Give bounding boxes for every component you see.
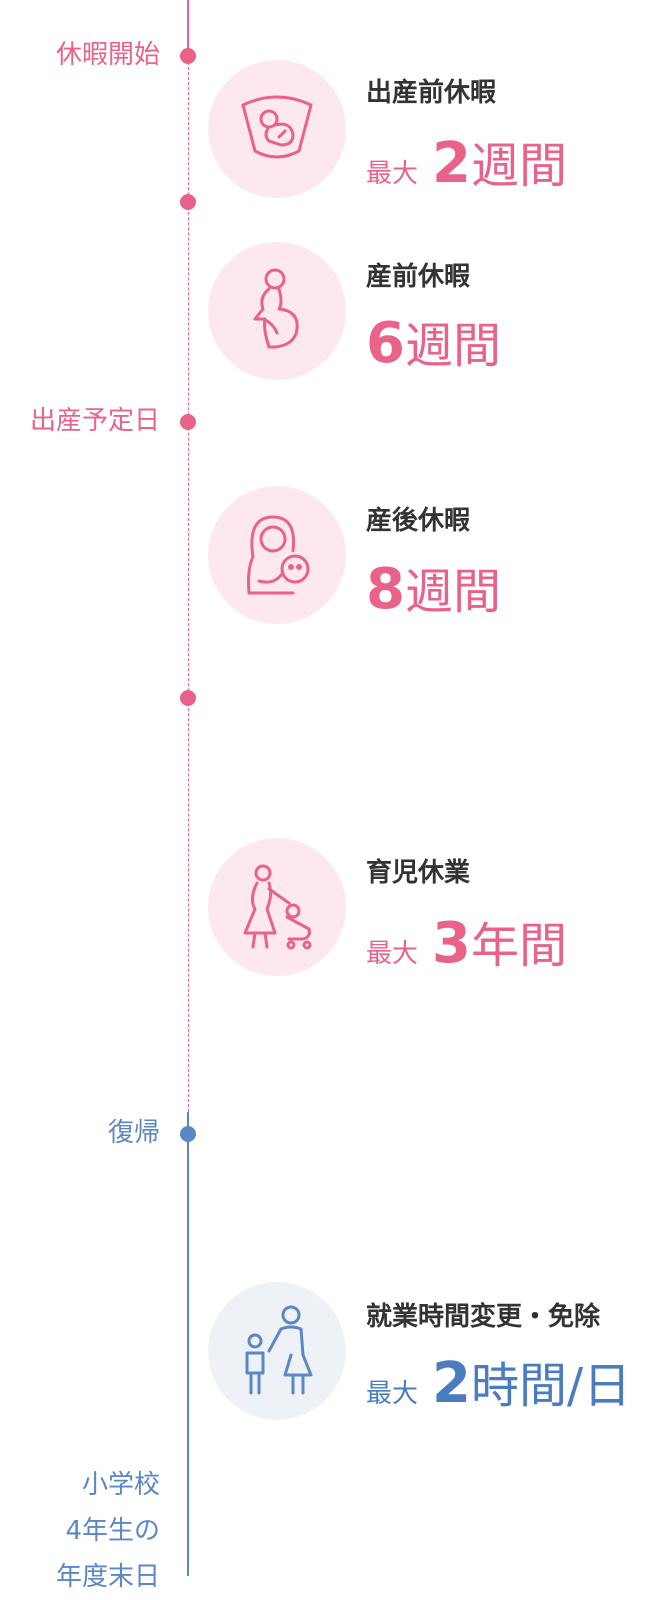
timeline-dot-due bbox=[180, 414, 196, 430]
item-value: 最大 2 時間/日 bbox=[366, 1346, 631, 1416]
item-number: 6 bbox=[366, 311, 405, 376]
pregnant-woman-icon bbox=[208, 242, 346, 380]
item-unit: 週間 bbox=[470, 138, 567, 194]
timeline-line-return bbox=[187, 1112, 189, 1576]
item-title: 出産前休暇 bbox=[366, 78, 497, 108]
timeline-dot bbox=[180, 194, 196, 210]
end-label-line: 小学校 bbox=[81, 1470, 160, 1500]
timeline-dot-start bbox=[180, 48, 196, 64]
item-unit: 週間 bbox=[404, 318, 501, 374]
ultrasound-baby-icon bbox=[208, 60, 346, 198]
end-label-line: 4年生の bbox=[65, 1516, 160, 1546]
timeline-label-end: 小学校 4年生の 年度末日 bbox=[4, 1462, 160, 1600]
item-title: 産前休暇 bbox=[366, 262, 471, 292]
item-value: 6 週間 bbox=[366, 306, 501, 376]
item-value: 8 週間 bbox=[366, 552, 501, 622]
end-label-line: 年度末日 bbox=[55, 1562, 160, 1592]
item-number: 3 bbox=[432, 911, 471, 976]
timeline-label-due: 出産予定日 bbox=[29, 406, 160, 436]
item-value: 最大 2 週間 bbox=[366, 126, 567, 196]
item-number: 2 bbox=[432, 131, 471, 196]
item-prefix: 最大 bbox=[366, 1379, 419, 1409]
timeline-label-start: 休暇開始 bbox=[55, 40, 160, 70]
timeline-dot bbox=[180, 690, 196, 706]
item-title: 育児休業 bbox=[366, 858, 471, 888]
item-number: 8 bbox=[366, 557, 405, 622]
timeline-line-dotted bbox=[188, 52, 189, 1112]
item-unit: 週間 bbox=[404, 564, 501, 620]
item-prefix: 最大 bbox=[366, 159, 419, 189]
mother-holding-baby-icon bbox=[208, 486, 346, 624]
item-unit: 年間 bbox=[470, 918, 567, 974]
mother-with-stroller-icon bbox=[208, 838, 346, 976]
timeline-line-solid-top bbox=[187, 0, 189, 52]
item-value: 最大 3 年間 bbox=[366, 906, 567, 976]
parent-and-child-icon bbox=[208, 1282, 346, 1420]
timeline-dot-return bbox=[180, 1126, 196, 1142]
item-title: 産後休暇 bbox=[366, 506, 471, 536]
timeline-label-return: 復帰 bbox=[107, 1118, 160, 1148]
item-prefix: 最大 bbox=[366, 939, 419, 969]
item-unit: 時間/日 bbox=[470, 1358, 632, 1414]
item-number: 2 bbox=[432, 1351, 471, 1416]
item-title: 就業時間変更・免除 bbox=[366, 1302, 601, 1332]
